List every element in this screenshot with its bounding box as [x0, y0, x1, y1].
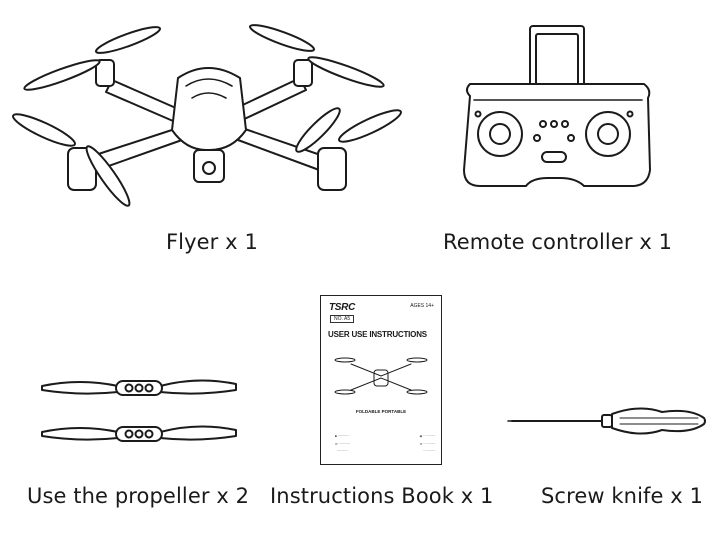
- book-footer-line: ■ ···········◉ ···········: [335, 434, 435, 438]
- book-brand: TSRC: [329, 302, 356, 313]
- propeller-caption: Use the propeller x 2: [27, 484, 250, 508]
- book-drone-illustration: [334, 357, 428, 395]
- screwdriver-caption: Screw knife x 1: [541, 484, 704, 508]
- drone-caption: Flyer x 1: [166, 230, 258, 254]
- remote-caption: Remote controller x 1: [443, 230, 673, 254]
- book-subtitle: FOLDABLE PORTABLE: [355, 409, 407, 414]
- book-title: USER USE INSTRUCTIONS: [328, 330, 427, 339]
- book-footer-line: ✉ ···········✉ ···········: [335, 442, 435, 446]
- book-model: NO. A5: [330, 315, 355, 323]
- instruction-book-icon: TSRC AGES 14+ NO. A5 USER USE INSTRUCTIO…: [320, 295, 442, 465]
- book-footer-line: ··········· ···········: [335, 449, 435, 453]
- book-ages: AGES 14+: [410, 303, 434, 309]
- book-caption: Instructions Book x 1: [270, 484, 494, 508]
